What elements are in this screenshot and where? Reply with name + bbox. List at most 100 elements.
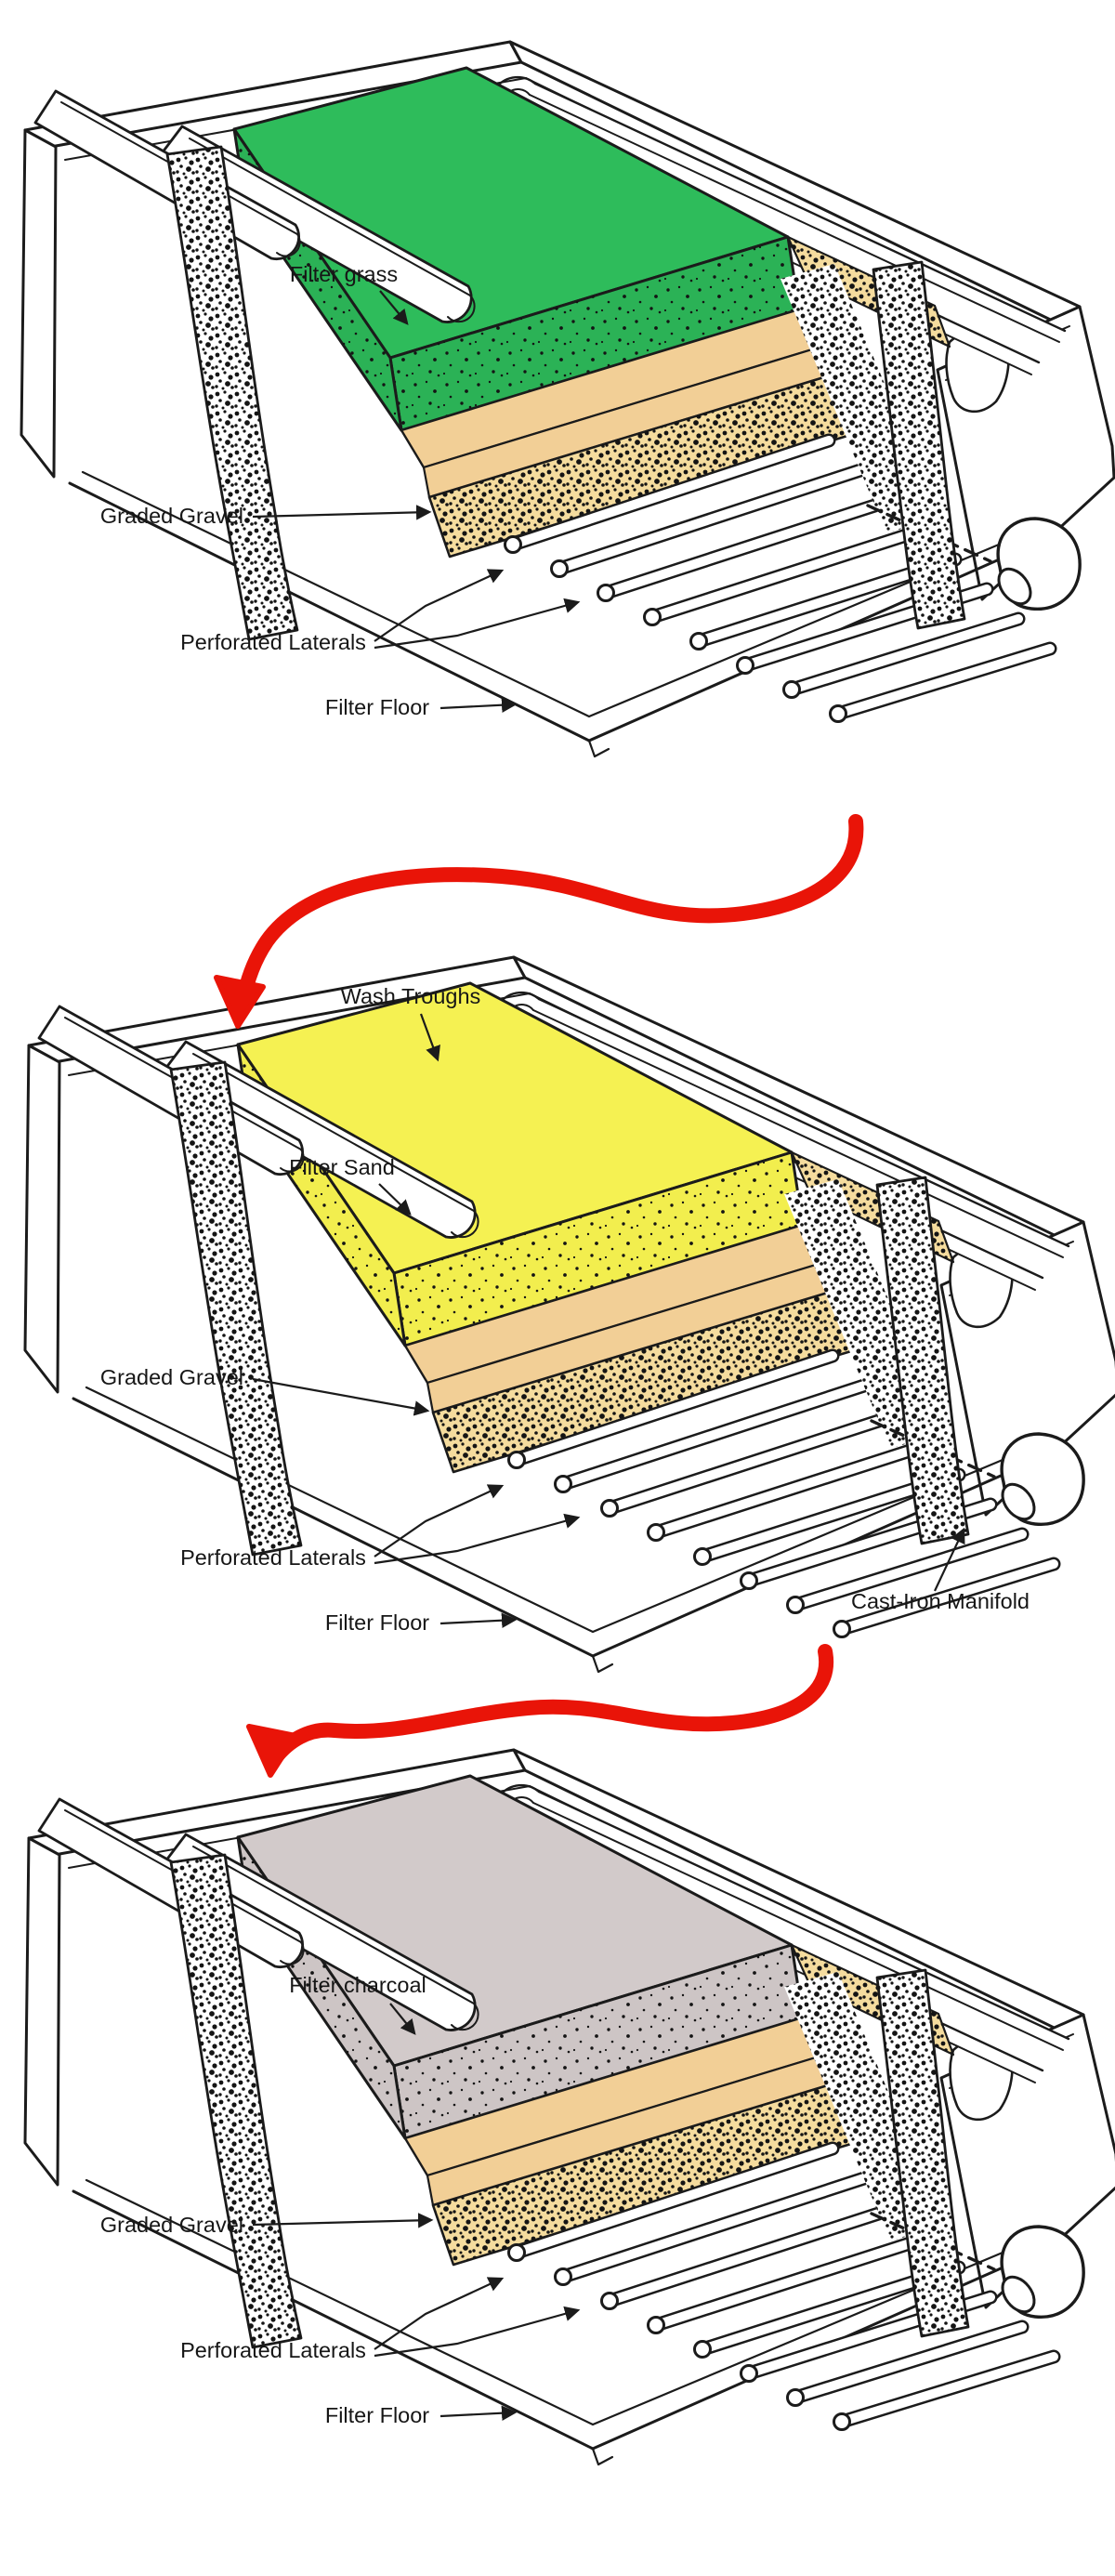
basin-left-wall: [20, 128, 58, 479]
pipe-end-cap: [689, 632, 708, 651]
pipe-end-cap: [554, 1475, 572, 1493]
wash-trough: [158, 1040, 477, 1239]
perforated-laterals-label: Perforated Laterals: [180, 1484, 581, 1570]
label-leader-arrow: [252, 505, 432, 520]
filter-media-label-text: Filter Sand: [289, 1155, 395, 1179]
manifold-pipe-opening: [997, 567, 1032, 606]
filter-floor-label: Filter Floor: [325, 2403, 518, 2427]
filter-basin-sand: [23, 955, 1115, 1674]
pipe-end-cap: [550, 559, 569, 578]
graded-gravel-label-text: Graded Gravel: [100, 1365, 243, 1389]
label-leader-arrow: [419, 1013, 440, 1062]
filter-basin-charcoal: [23, 1748, 1115, 2466]
label-leader-arrow: [374, 598, 581, 650]
label-leader-arrow: [439, 697, 518, 713]
wash-trough: [154, 125, 473, 323]
pipe-end-cap: [740, 1571, 758, 1590]
filter-media-label-text: Filter charcoal: [289, 1973, 426, 1997]
pipe-end-cap: [507, 1451, 526, 1469]
graded-gravel-label: Graded Gravel: [100, 1365, 430, 1416]
graded-gravel-label: Graded Gravel: [100, 504, 432, 528]
pipe-end-cap: [833, 2412, 851, 2431]
filter-basin-grass: [20, 40, 1115, 758]
pipe-end-cap: [597, 584, 615, 602]
label-leader-arrow: [934, 1527, 965, 1592]
label-leader-arrow: [252, 1377, 430, 1416]
speckle-texture: [873, 262, 964, 628]
filter-media-label: Filter charcoal: [289, 1973, 426, 2035]
perforated-laterals-label-text: Perforated Laterals: [180, 2338, 366, 2362]
label-leader-arrow: [374, 1513, 581, 1565]
label-leader-arrow: [439, 2405, 518, 2421]
speckle-texture: [394, 1945, 803, 2138]
pipe-end-cap: [693, 1547, 712, 1566]
label-leader-arrow: [374, 2306, 581, 2358]
label-leader-arrow: [439, 1612, 518, 1628]
label-leader-arrow: [389, 2003, 416, 2035]
pipe-end-cap: [740, 2364, 758, 2383]
cast-iron-manifold-label-text: Cast-Iron Manifold: [851, 1589, 1030, 1613]
filter-media-label: Filter Sand: [289, 1155, 412, 1216]
perforated-laterals: [507, 2141, 1061, 2431]
manifold-pipe-opening: [1001, 1482, 1036, 1521]
pipe-end-cap: [693, 2340, 712, 2359]
red-arrow-1: [214, 814, 864, 1029]
graded-gravel-label-text: Graded Gravel: [100, 504, 243, 528]
label-leader-arrow: [374, 2277, 505, 2350]
basin-left-wall: [23, 1836, 61, 2187]
wash-troughs-label: Wash Troughs: [341, 984, 480, 1062]
speckle-texture: [390, 237, 799, 430]
manifold-pipe-opening: [1001, 2275, 1036, 2314]
perforated-laterals-label: Perforated Laterals: [180, 2277, 581, 2362]
wash-trough: [158, 1833, 477, 2031]
speckle-texture: [171, 1062, 301, 1555]
speckle-texture: [429, 376, 847, 557]
cast-iron-manifold-label: Cast-Iron Manifold: [851, 1527, 1030, 1613]
filter-media-label-text: Filter grass: [290, 262, 398, 286]
pipe-end-cap: [643, 608, 662, 626]
graded-gravel-label-text: Graded Gravel: [100, 2213, 243, 2237]
red-arrow-2-stroke: [268, 1644, 834, 1766]
wash-trough: [37, 1005, 304, 1176]
filter-floor-label: Filter Floor: [325, 1610, 518, 1635]
red-arrow-1-stroke: [235, 814, 864, 1011]
filter-media-label: Filter grass: [290, 262, 409, 325]
speckle-texture: [877, 1177, 968, 1544]
pipe-end-cap: [736, 656, 754, 675]
pipe-end-cap: [829, 704, 847, 723]
label-leader-arrow: [378, 1183, 412, 1216]
red-arrow-2: [246, 1644, 834, 1778]
red-arrow-1-head: [214, 975, 266, 1029]
pipe-end-cap: [786, 2388, 805, 2407]
filter-floor-label-text: Filter Floor: [325, 1610, 429, 1635]
label-leader-arrow: [252, 2213, 434, 2228]
wash-trough: [33, 89, 300, 261]
label-leader-arrow: [379, 290, 409, 325]
pipe-end-cap: [786, 1596, 805, 1614]
basin-left-wall: [23, 1044, 61, 1394]
pipe-end-cap: [647, 2316, 665, 2334]
pipe-end-cap: [507, 2243, 526, 2262]
perforated-laterals-label-text: Perforated Laterals: [180, 630, 366, 654]
label-leader-arrow: [374, 1484, 505, 1557]
filter-floor-label-text: Filter Floor: [325, 695, 429, 719]
pipe-end-cap: [504, 535, 522, 554]
speckle-texture: [394, 1152, 803, 1346]
speckle-texture: [433, 1292, 851, 1472]
wash-trough: [37, 1797, 304, 1969]
pipe-end-cap: [647, 1523, 665, 1542]
speckle-texture: [877, 1970, 968, 2336]
speckle-texture: [433, 2084, 851, 2265]
red-arrow-2-head: [246, 1724, 298, 1778]
pipe-end-cap: [554, 2267, 572, 2286]
perforated-laterals-label: Perforated Laterals: [180, 569, 581, 654]
pipe-end-cap: [782, 680, 801, 699]
perforated-laterals-label-text: Perforated Laterals: [180, 1545, 366, 1570]
pipe-end-cap: [600, 1499, 619, 1518]
graded-gravel-label: Graded Gravel: [100, 2213, 434, 2237]
pipe-end-cap: [600, 2292, 619, 2310]
